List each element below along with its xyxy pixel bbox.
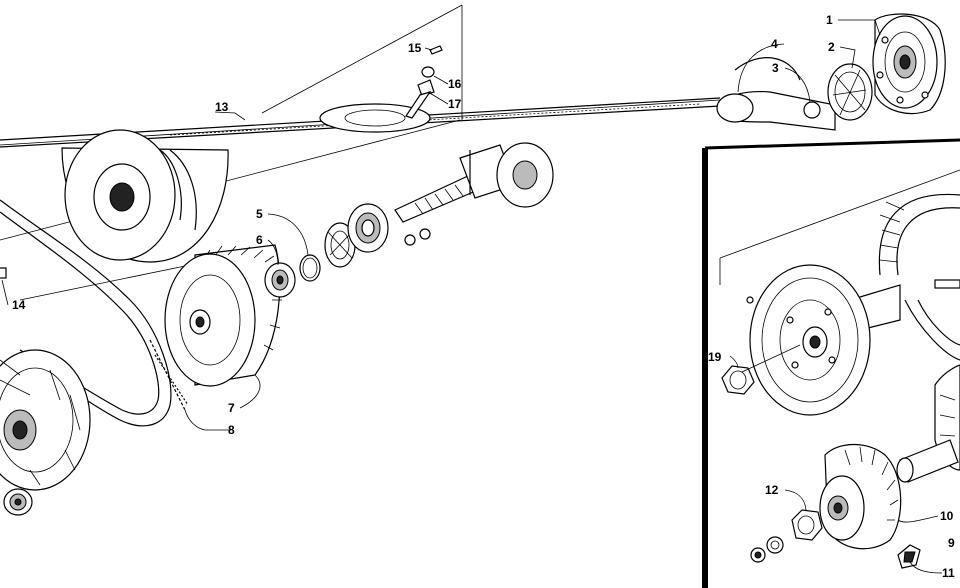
- bolt-17: [405, 79, 435, 119]
- callout-16: 16: [448, 77, 462, 91]
- inset-nut-19: [721, 365, 755, 395]
- callout-10: 10: [940, 509, 954, 523]
- o-ring-5: [299, 254, 321, 282]
- rear-pulley: [319, 103, 431, 133]
- seal-lower-left: [3, 488, 33, 516]
- callout-11: 11: [942, 566, 955, 580]
- inset-cam-11: [897, 544, 921, 569]
- inset-fan-pulley: [819, 443, 902, 550]
- callout-6: 6: [256, 233, 263, 247]
- clutch-spider: [324, 222, 356, 268]
- inset-washer-small: [750, 547, 766, 563]
- callout-14: 14: [12, 298, 26, 312]
- callout-15: 15: [408, 41, 422, 55]
- inset-washer: [766, 536, 784, 554]
- callout-7: 7: [228, 401, 235, 415]
- callout-labels: 1 2 3 4 5 6 7 8 9 10 11 12 13 14 15 16 1…: [12, 13, 955, 580]
- callout-3: 3: [772, 61, 779, 75]
- callout-2: 2: [828, 40, 835, 54]
- callout-12: 12: [765, 483, 779, 497]
- callout-8: 8: [228, 423, 235, 437]
- small-fastener-left: [0, 267, 7, 279]
- leader-lines: [1, 19, 943, 574]
- callout-9: 9: [948, 536, 955, 550]
- drive-belt-loop: [0, 199, 189, 427]
- callout-1: 1: [826, 13, 833, 27]
- callout-4: 4: [771, 37, 778, 51]
- clutch-cover-1: [872, 13, 946, 115]
- callout-17: 17: [448, 97, 462, 111]
- bearing-6: [264, 262, 296, 298]
- spring-3: [803, 101, 821, 119]
- callout-13: 13: [215, 100, 229, 114]
- drive-pulley-fan: [164, 244, 282, 387]
- inset-shaft: [896, 439, 959, 483]
- splined-shaft: [394, 142, 554, 223]
- inset-belt: [878, 193, 960, 361]
- driven-pulley-left: [61, 129, 229, 263]
- inset-panel: [702, 138, 960, 588]
- lower-left-sheave: [0, 349, 91, 491]
- callout-19: 19: [708, 350, 722, 364]
- inset-hub-nut-12: [791, 509, 823, 541]
- spring-cover-2: [827, 63, 873, 121]
- small-washers: [404, 228, 431, 246]
- callout-5: 5: [256, 207, 263, 221]
- bearing-ring-large: [347, 203, 389, 253]
- inset-sheave: [746, 264, 960, 416]
- washer-16: [421, 66, 435, 78]
- pin-15: [429, 45, 443, 55]
